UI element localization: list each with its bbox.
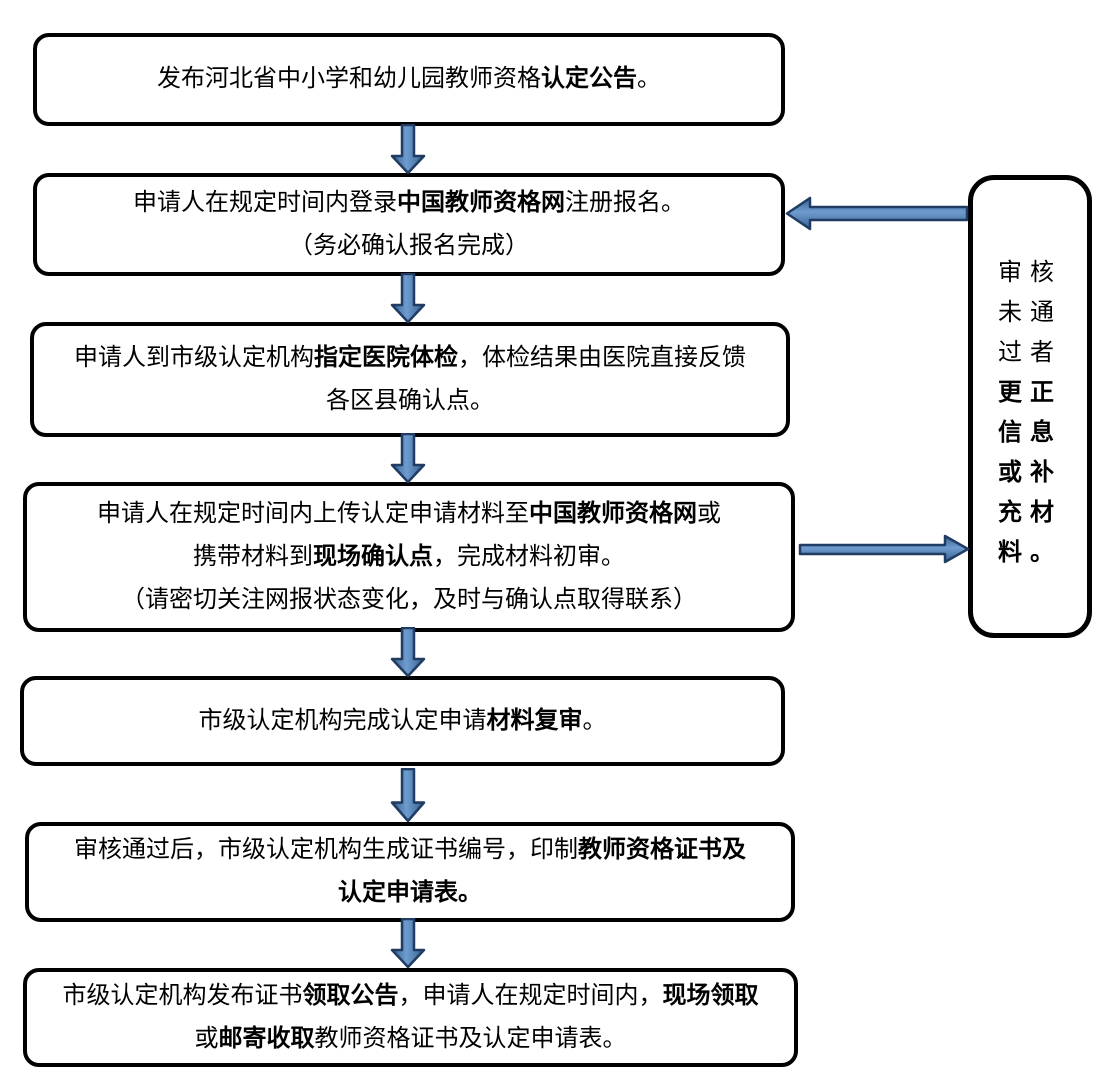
- step-medical-exam-box: 申请人到市级认定机构指定医院体检，体检结果由医院直接反馈各区县确认点。: [30, 322, 790, 437]
- flow-arrow-down-5: [390, 768, 426, 822]
- step-final-review-box: 市级认定机构完成认定申请材料复审。: [20, 676, 785, 766]
- step-submit-materials-box: 申请人在规定时间内上传认定申请材料至中国教师资格网或携带材料到现场确认点，完成材…: [23, 482, 795, 632]
- step-certificate-print-box: 审核通过后，市级认定机构生成证书编号，印制教师资格证书及认定申请表。: [25, 822, 795, 922]
- fail-arrow-right: [798, 534, 970, 564]
- return-arrow-left: [785, 196, 969, 231]
- flow-arrow-down-1: [390, 124, 426, 174]
- step-announcement-box: 发布河北省中小学和幼儿园教师资格认定公告。: [33, 33, 785, 126]
- flow-arrow-down-2: [390, 273, 426, 323]
- flow-arrow-down-6: [390, 918, 426, 968]
- step-register-box: 申请人在规定时间内登录中国教师资格网注册报名。（务必确认报名完成）: [33, 173, 785, 276]
- flow-arrow-down-4: [390, 627, 426, 677]
- step-collect-certificate-box: 市级认定机构发布证书领取公告，申请人在规定时间内，现场领取或邮寄收取教师资格证书…: [23, 968, 798, 1067]
- flow-arrow-down-3: [390, 433, 426, 483]
- note-review-not-passed-box: 审核未通过者更正信息或补充材料。: [968, 175, 1092, 638]
